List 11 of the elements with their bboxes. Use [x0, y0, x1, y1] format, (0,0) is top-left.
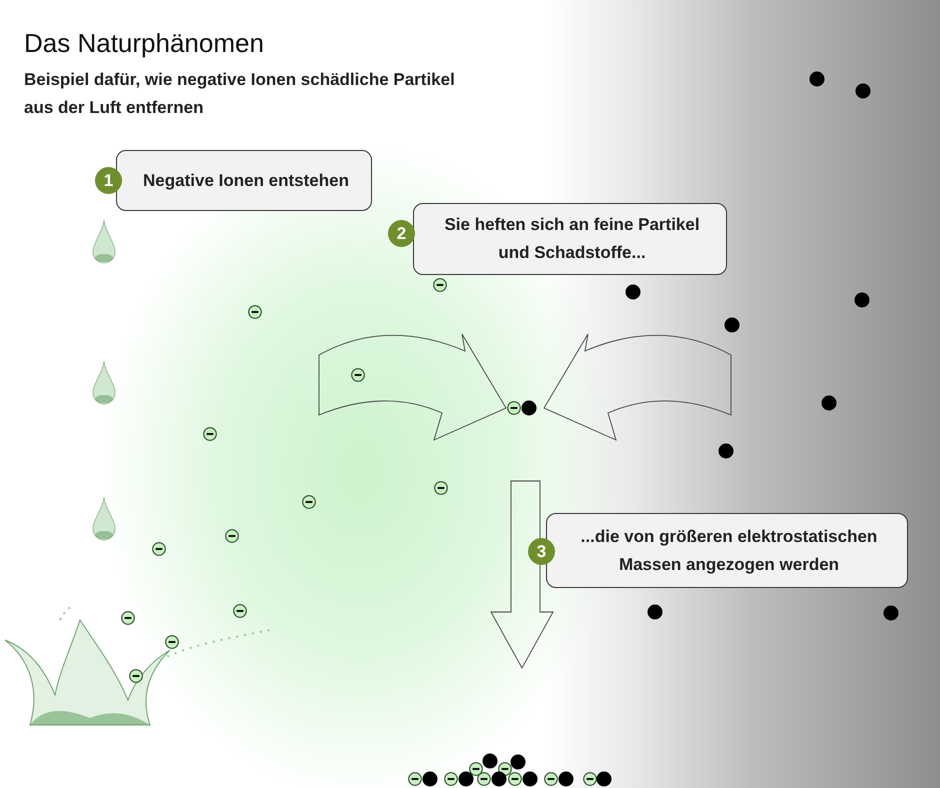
subtitle: Beispiel dafür, wie negative Ionen schädliche Partikel aus der Luft entfernen [24, 69, 456, 119]
callout-box [413, 203, 727, 275]
callout-text: Negative Ionen entstehen [143, 170, 349, 192]
title: Das Naturphänomen [24, 28, 264, 59]
callout-box [546, 513, 908, 588]
callout-box [116, 150, 372, 211]
step-number: 1 [95, 167, 122, 194]
callout-text: ...die von größeren elektrostatischen Massen angezogen werden [580, 526, 878, 576]
step-number: 3 [528, 538, 555, 565]
callout-text: Sie heften sich an feine Partikel und Schadstoffe... [443, 214, 701, 264]
step-number: 2 [388, 220, 415, 247]
